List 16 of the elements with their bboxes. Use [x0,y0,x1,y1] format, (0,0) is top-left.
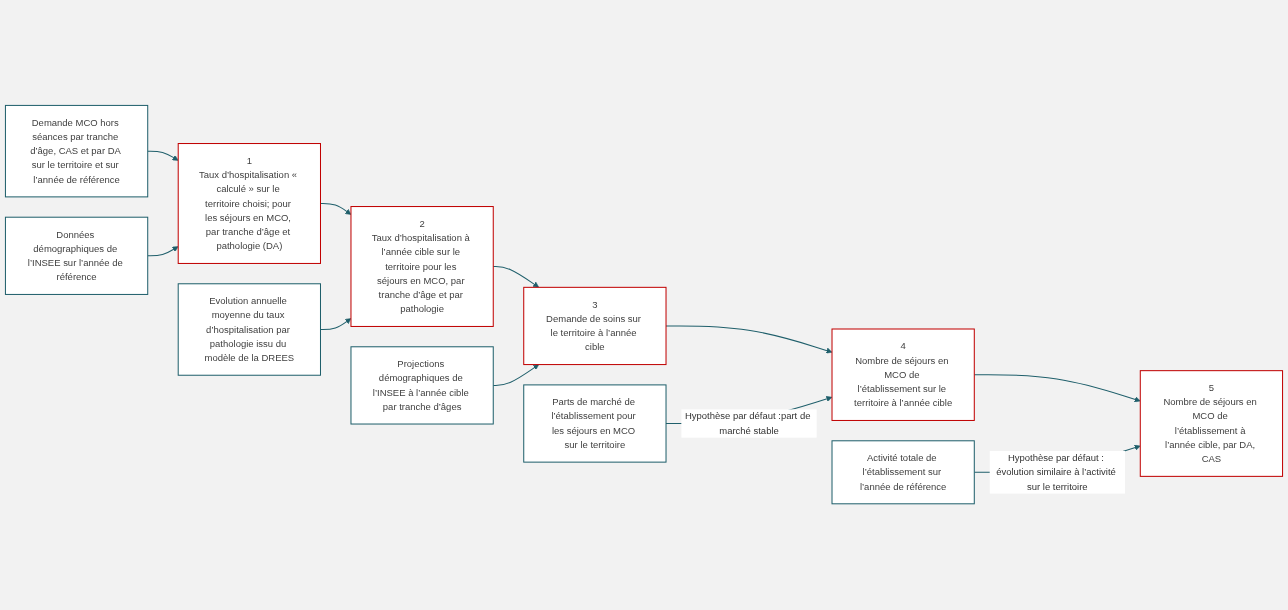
arrow [320,318,352,331]
edge-label: Hypothèse par défaut :part de marché stable [684,411,811,437]
arrow [147,246,179,257]
node-box: Projections démographiques de l’INSEE à l’année cible par tranche d’âges [350,346,494,425]
node-box: 4 Nombre de séjours en MCO de l’établissement sur le territoire à l’année cible [831,328,975,422]
node-box: 1 Taux d’hospitalisation « calculé » sur le territoire choisi; pour les séjours en MCO, par tranche d’âge et pathologie (DA) [177,143,321,265]
node-box: 2 Taux d’hospitalisation à l’année cible sur le territoire pour les séjours en MCO, par tranche d’âge et par pathologie [350,206,494,328]
node-box: Evolution annuelle moyenne du taux d’hospitalisation par pathologie issu du modèle de la DREES [177,283,321,377]
node-box: 5 Nombre de séjours en MCO de l’établissement à l’année cible, par DA, CAS [1139,370,1284,478]
arrow [147,151,179,162]
node-box: 3 Demande de soins sur le territoire à l’année cible [523,287,667,366]
node-box: Données démographiques de l’INSEE sur l’année de référence [4,217,149,296]
edge-label: Hypothèse par défaut : évolution similaire à l’activité sur le territoire [996,452,1116,492]
node-box: Activité totale de l’établissement sur l’année de référence [831,440,975,505]
node-box: Demande MCO hors séances par tranche d’âge, CAS et par DA sur le territoire et sur l’année de référence [4,105,149,198]
node-box: Parts de marché de l’établissement pour les séjours en MCO sur le territoire [523,384,667,464]
